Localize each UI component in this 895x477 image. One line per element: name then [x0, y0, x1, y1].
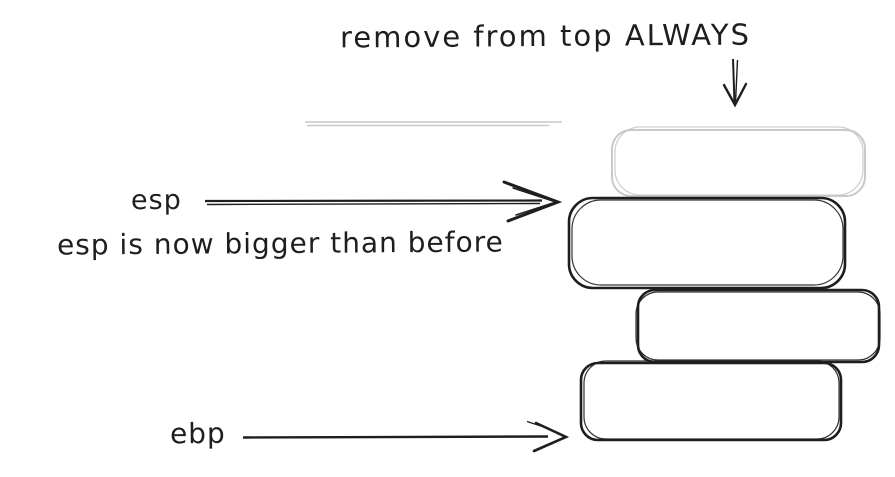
down-arrow-shaft-2	[734, 59, 739, 104]
popped-top-block-echo	[614, 126, 864, 196]
esp-arrow-shaft-2	[206, 202, 541, 206]
ebp-arrow-shaft	[242, 435, 549, 439]
old-esp-line	[305, 121, 562, 127]
stack-block-bottom	[579, 360, 843, 442]
esp-arrow-shaft-1	[204, 199, 543, 203]
stack-block-top	[567, 196, 847, 290]
popped-top-block	[611, 126, 866, 197]
down-arrow-shaft-1	[732, 58, 736, 104]
popped-top-block-outline	[611, 129, 866, 197]
esp-arrow-head-echo	[512, 187, 559, 216]
title-annotation: remove from top ALWAYS	[339, 17, 752, 55]
remove-pointer-arrow	[722, 58, 748, 108]
stack-block-bottom-echo	[583, 360, 840, 440]
ebp-label: ebp	[169, 416, 226, 451]
stack-block-middle-outline	[636, 288, 881, 364]
esp-note: esp is now bigger than before	[56, 225, 504, 262]
stack-block-bottom-outline	[579, 361, 843, 442]
esp-label: esp	[130, 184, 182, 217]
ebp-arrow	[242, 420, 570, 453]
down-arrow-head	[722, 82, 748, 108]
stack-block-middle-echo	[635, 291, 881, 361]
stack-block-top-echo	[571, 199, 844, 286]
stack-block-top-outline	[567, 196, 847, 290]
esp-arrow	[204, 180, 563, 223]
ebp-arrow-head-echo	[526, 420, 548, 429]
stack-block-middle	[635, 288, 881, 364]
